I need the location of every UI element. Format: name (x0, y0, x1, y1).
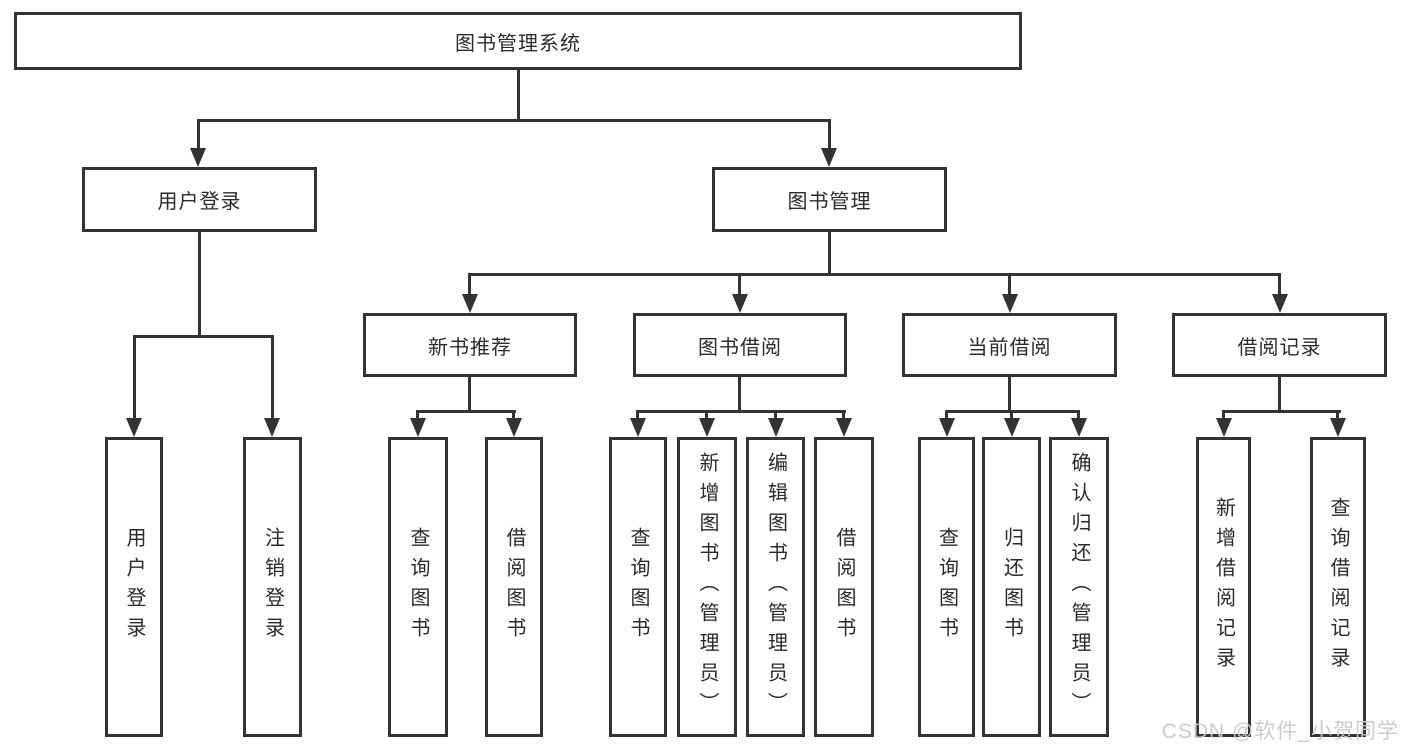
node-new-book-recommendation: 新书推荐 (363, 313, 577, 377)
connector-line (1008, 377, 1011, 413)
node-current-borrowing: 当前借阅 (902, 313, 1117, 377)
connector-line (1222, 410, 1341, 413)
arrow-down-icon (821, 148, 837, 167)
connector-line (1336, 410, 1339, 422)
connector-line (842, 410, 845, 422)
connector-line (416, 410, 419, 422)
connector-line (738, 273, 741, 296)
connector-line (468, 273, 471, 296)
leaf-logout: 注销登录 (243, 437, 302, 737)
leaf-borrow-books: 借阅图书 (814, 437, 874, 737)
arrow-down-icon (732, 294, 748, 313)
arrow-down-icon (506, 418, 522, 437)
connector-line (1278, 377, 1281, 413)
leaf-query-books: 查询图书 (609, 437, 667, 737)
arrow-down-icon (1216, 418, 1232, 437)
leaf-confirm-return-admin: 确认归还（管理员） (1049, 437, 1109, 737)
arrow-down-icon (1071, 418, 1087, 437)
leaf-add-book-admin: 新增图书（管理员） (677, 437, 737, 737)
connector-line (133, 335, 136, 420)
connector-line (705, 410, 708, 422)
arrow-down-icon (190, 148, 206, 167)
connector-line (197, 119, 200, 149)
connector-line (198, 232, 201, 338)
leaf-query-books: 查询图书 (918, 437, 975, 737)
connector-line (945, 410, 948, 422)
node-borrowing-records: 借阅记录 (1172, 313, 1387, 377)
arrow-down-icon (410, 418, 426, 437)
leaf-user-login: 用户登录 (105, 437, 163, 737)
leaf-query-borrow-record: 查询借阅记录 (1310, 437, 1366, 737)
connector-line (468, 273, 1281, 276)
node-user-login: 用户登录 (82, 167, 317, 232)
arrow-down-icon (1002, 294, 1018, 313)
arrow-down-icon (699, 418, 715, 437)
node-book-borrowing: 图书借阅 (633, 313, 847, 377)
leaf-edit-book-admin: 编辑图书（管理员） (746, 437, 805, 737)
arrow-down-icon (768, 418, 784, 437)
connector-line (512, 410, 515, 422)
connector-line (738, 377, 741, 413)
arrow-down-icon (462, 294, 478, 313)
connector-line (1008, 273, 1011, 296)
connector-line (1222, 410, 1225, 422)
connector-line (828, 232, 831, 276)
arrow-down-icon (264, 418, 280, 437)
connector-line (133, 335, 274, 338)
arrow-down-icon (836, 418, 852, 437)
connector-line (636, 410, 846, 413)
connector-line (636, 410, 639, 422)
leaf-add-borrow-record: 新增借阅记录 (1196, 437, 1251, 737)
connector-line (416, 410, 516, 413)
leaf-return-books: 归还图书 (982, 437, 1041, 737)
arrow-down-icon (1330, 418, 1346, 437)
connector-line (517, 70, 520, 122)
leaf-borrow-books: 借阅图书 (485, 437, 543, 737)
connector-line (1077, 410, 1080, 422)
arrow-down-icon (939, 418, 955, 437)
watermark: CSDN @软件_小贺同学 (1161, 720, 1399, 743)
connector-line (468, 377, 471, 413)
arrow-down-icon (1272, 294, 1288, 313)
connector-line (774, 410, 777, 422)
connector-line (828, 119, 831, 149)
arrow-down-icon (630, 418, 646, 437)
leaf-query-books: 查询图书 (388, 437, 448, 737)
arrow-down-icon (126, 418, 142, 437)
connector-line (1010, 410, 1013, 422)
arrow-down-icon (1004, 418, 1020, 437)
node-library-management-system: 图书管理系统 (14, 12, 1022, 70)
connector-line (197, 119, 831, 122)
node-book-management: 图书管理 (712, 167, 947, 232)
connector-line (271, 335, 274, 420)
connector-line (1278, 273, 1281, 296)
